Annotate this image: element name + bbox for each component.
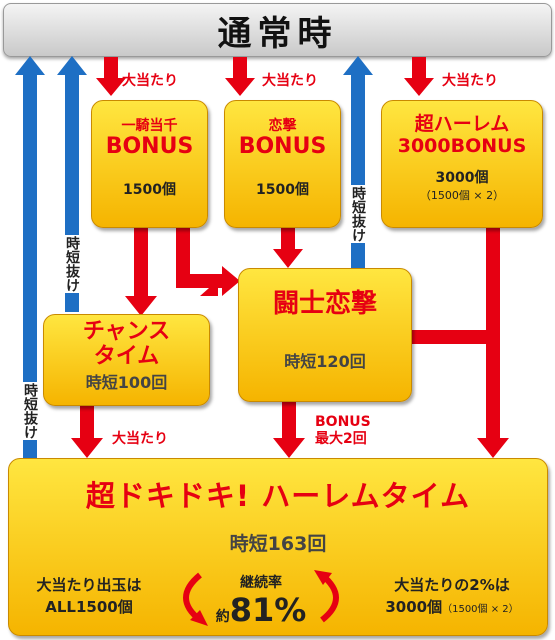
label-hit-4: 大当たり	[112, 431, 168, 447]
super-left-info: 大当たり出玉は ALL1500個	[14, 574, 164, 618]
red-arrow-ikki-to-toushi	[176, 228, 240, 296]
toushi-title: 闘士恋撃	[272, 289, 377, 319]
super-jitan: 時短163回	[229, 533, 327, 555]
super-center-line1: 継続率	[240, 575, 282, 591]
red-arrow-toushi-to-chance	[200, 280, 240, 296]
label-hit-1: 大当たり	[122, 73, 178, 89]
red-connector-toushi-right	[410, 330, 490, 344]
ikki-balls: 1500個	[123, 182, 176, 198]
red-arrow-toushi-to-super	[273, 402, 305, 458]
chance-jitan: 時短100回	[85, 373, 168, 392]
red-arrow-rengeki-to-toushi	[273, 228, 303, 268]
box-ikki-bonus: 一騎当千 BONUS 1500個	[91, 100, 208, 228]
header-title: 通常時	[217, 13, 338, 54]
label-bonus-max-line2: 最大2回	[315, 431, 367, 447]
rengeki-title-small: 恋撃	[268, 118, 297, 134]
super-left-line2: ALL1500個	[45, 598, 133, 616]
chance-title-line1: チャンス	[82, 319, 171, 344]
box-harem-3000: 超ハーレム 3000BONUS 3000個 （1500個 × 2）	[381, 100, 543, 228]
red-arrow-harem-to-super	[477, 228, 509, 458]
box-toushi-rengeki: 闘士恋撃 時短120回	[238, 268, 412, 402]
normal-mode-header: 通常時	[3, 3, 552, 57]
blue-arrow-left-outer	[15, 56, 45, 460]
red-arrow-to-ikki	[96, 57, 126, 96]
harem3000-title-line1: 超ハーレム	[414, 113, 510, 135]
harem3000-balls-note: （1500個 × 2）	[419, 189, 505, 202]
label-jitan-exit-1: 時短抜け	[64, 235, 80, 293]
red-arrow-ikki-to-chance	[125, 228, 157, 316]
super-right-line2: 3000個	[385, 598, 443, 616]
super-title: 超ドキドキ! ハーレムタイム	[85, 479, 471, 513]
red-arrow-to-rengeki	[225, 57, 255, 96]
label-hit-2: 大当たり	[262, 73, 318, 89]
label-hit-3: 大当たり	[442, 73, 498, 89]
red-arrow-to-harem3000	[404, 57, 434, 96]
red-arrow-chance-to-super	[71, 405, 103, 458]
harem3000-title-line2: 3000BONUS	[397, 135, 527, 157]
super-continuation-rate: 継続率 約81%	[206, 572, 316, 635]
rengeki-balls: 1500個	[256, 182, 309, 198]
super-left-line1: 大当たり出玉は	[36, 576, 142, 594]
label-bonus-max: BONUS 最大2回	[315, 414, 371, 448]
super-center-prefix: 約	[215, 609, 230, 625]
blue-arrow-right	[343, 56, 373, 268]
blue-arrow-left-inner	[57, 56, 87, 312]
toushi-jitan: 時短120回	[284, 352, 366, 371]
rengeki-title: BONUS	[238, 134, 327, 159]
ikki-title: BONUS	[105, 134, 194, 159]
super-right-line1: 大当たりの2%は	[394, 576, 510, 594]
chance-title-line2: タイム	[93, 344, 160, 369]
box-super-harem-time: 超ドキドキ! ハーレムタイム 時短163回	[8, 458, 548, 636]
box-rengeki-bonus: 恋撃 BONUS 1500個	[224, 100, 341, 228]
label-jitan-exit-2: 時短抜け	[350, 185, 366, 243]
box-chance-time: チャンス タイム 時短100回	[43, 314, 210, 406]
super-right-note: （1500個 × 2）	[442, 604, 519, 615]
label-bonus-max-line1: BONUS	[315, 414, 371, 430]
super-right-info: 大当たりの2%は 3000個（1500個 × 2）	[362, 574, 542, 621]
harem3000-balls: 3000個	[435, 170, 489, 186]
ikki-title-small: 一騎当千	[121, 118, 178, 134]
label-jitan-exit-3: 時短抜け	[22, 382, 38, 440]
super-center-value: 81%	[229, 591, 307, 629]
